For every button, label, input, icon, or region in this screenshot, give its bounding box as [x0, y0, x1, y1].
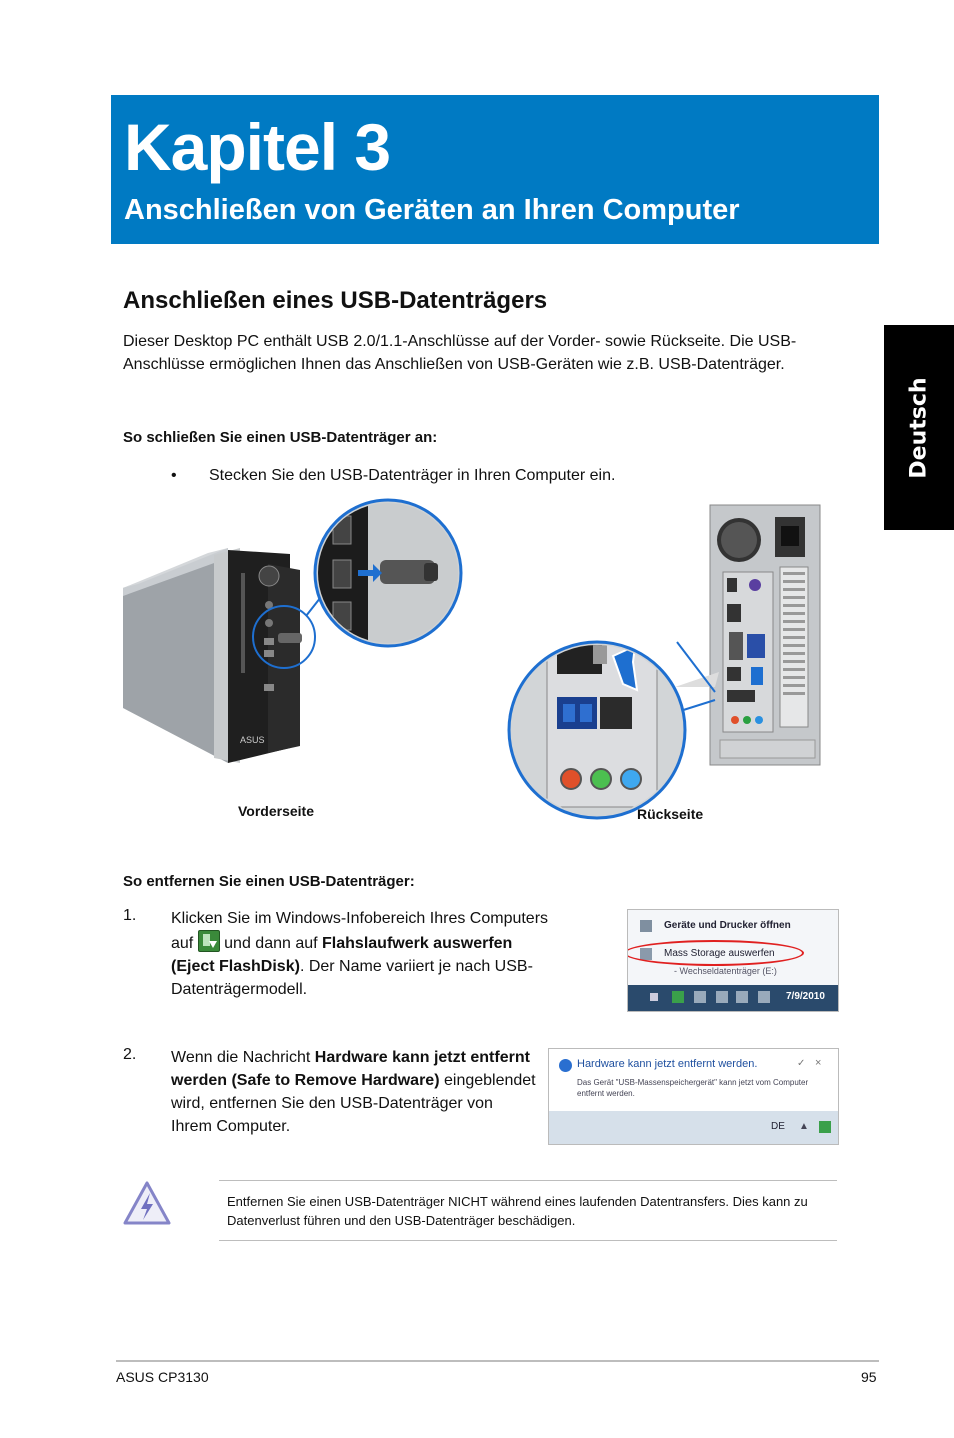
front-caption: Vorderseite	[238, 803, 314, 818]
rear-caption: Rückseite	[637, 806, 703, 822]
language-tab: Deutsch	[884, 325, 954, 530]
chapter-banner: Kapitel 3 Anschließen von Geräten an Ihr…	[111, 95, 879, 244]
taskbar: 7/9/2010	[628, 985, 838, 1011]
tray-menu-screenshot: Geräte und Drucker öffnen Mass Storage a…	[627, 909, 839, 1012]
front-brand-logo: ASUS	[240, 735, 265, 745]
note-text: Entfernen Sie einen USB-Datenträger NICH…	[227, 1194, 808, 1228]
notification-title: Hardware kann jetzt entfernt werden.	[577, 1058, 758, 1070]
step1-bold2: (Eject FlashDisk)	[171, 958, 300, 975]
taskbar-2: DE ▲	[549, 1111, 838, 1144]
tray-arrow-icon: ▲	[799, 1121, 809, 1132]
notification-message: Das Gerät "USB-Massenspeichergerät" kann…	[577, 1078, 809, 1098]
step2-bold: Hardware kann jetzt entfernt werden (Saf…	[171, 1049, 530, 1089]
connect-step: Stecken Sie den USB-Datenträger in Ihren…	[209, 467, 616, 484]
footer-model: ASUS CP3130	[116, 1369, 209, 1385]
language-tab-label: Deutsch	[906, 376, 932, 479]
page-number: 95	[861, 1369, 877, 1385]
bullet: •	[171, 467, 177, 484]
step1-rest: . Der Name variiert je nach USB-Datenträ…	[171, 958, 533, 998]
notification-close-icon[interactable]: ×	[815, 1057, 822, 1069]
safe-remove-icon	[819, 1121, 831, 1133]
step1-und-dann-auf: und dann auf	[224, 935, 318, 952]
taskbar-date: 7/9/2010	[786, 991, 825, 1002]
warning-icon	[123, 1181, 171, 1225]
step2-post: eingeblendet wird, entfernen Sie den USB…	[171, 1072, 536, 1135]
menu-item-devices: Geräte und Drucker öffnen	[664, 920, 791, 931]
chapter-title: Kapitel 3	[124, 110, 391, 184]
rear-pc-illustration: Rückseite	[507, 504, 821, 822]
notification-screenshot: Hardware kann jetzt entfernt werden. ✓ ×…	[548, 1048, 839, 1145]
devices-icon	[640, 920, 652, 932]
note-box: Entfernen Sie einen USB-Datenträger NICH…	[219, 1180, 837, 1241]
step2-number: 2.	[123, 1046, 137, 1063]
section-heading: Anschließen eines USB-Datenträgers	[123, 287, 548, 314]
step1-auf: auf	[171, 935, 194, 952]
step2-pre: Wenn die Nachricht	[171, 1049, 311, 1066]
notification-pin-icon: ✓	[797, 1058, 806, 1069]
highlight-ellipse	[628, 940, 804, 966]
step1-line1: Klicken Sie im Windows-Infobereich Ihres…	[171, 910, 549, 927]
step1-number: 1.	[123, 907, 137, 924]
language-indicator: DE	[771, 1121, 785, 1132]
info-icon	[559, 1059, 572, 1072]
step2-text: Wenn die Nachricht Hardware kann jetzt e…	[171, 1046, 536, 1138]
front-pc-illustration: ASUS Vorderseite	[123, 498, 463, 818]
chapter-subtitle: Anschließen von Geräten an Ihren Compute…	[124, 194, 740, 226]
remove-heading: So entfernen Sie einen USB-Datenträger:	[123, 873, 415, 890]
section-intro: Dieser Desktop PC enthält USB 2.0/1.1-An…	[123, 333, 797, 373]
menu-item-drive: - Wechseldatenträger (E:)	[674, 966, 777, 976]
tray-icon	[197, 930, 220, 952]
step1-text: Klicken Sie im Windows-Infobereich Ihres…	[171, 907, 591, 1001]
step1-bold1: Flahslaufwerk auswerfen	[322, 935, 513, 952]
footer-rule	[116, 1360, 879, 1362]
connect-heading: So schließen Sie einen USB-Datenträger a…	[123, 429, 438, 446]
